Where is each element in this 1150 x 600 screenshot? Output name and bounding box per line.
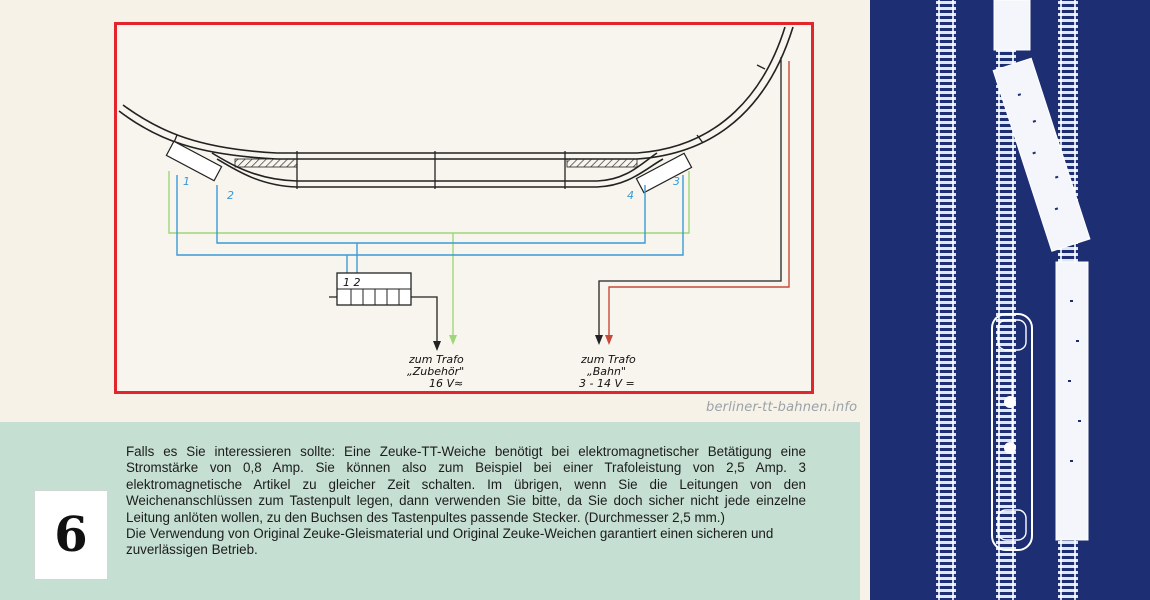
switch-panel-label: 1 2: [343, 276, 361, 289]
track-joints: [172, 64, 766, 189]
wiring-diagram: 1 2 3 4: [118, 26, 794, 390]
paragraph-2: Die Verwendung von Original Zeuke-Gleism…: [126, 526, 774, 558]
illustration-panel: [870, 0, 1150, 600]
track-outer-rail-b: [122, 26, 786, 154]
wires-blue: [176, 175, 684, 275]
locomotive-fan-2: [1004, 442, 1016, 454]
locomotive: [991, 313, 1033, 551]
text-panel: [0, 422, 860, 600]
track-outer-rail-a: [118, 26, 794, 160]
switch-number-4: 4: [627, 189, 634, 202]
trafo-right-line1: zum Trafo: [580, 353, 636, 366]
trafo-left-line3: 16 V≈: [429, 377, 463, 390]
locomotive-fan-1: [1004, 396, 1016, 408]
track-left-sleepers: [936, 0, 956, 600]
coach-top: [993, 0, 1031, 51]
body-text: Falls es Sie interessieren sollte: Eine …: [126, 444, 806, 559]
arrow-black-right: [595, 335, 603, 345]
wires-green: [168, 171, 690, 335]
switch-number-3: 3: [673, 175, 680, 188]
switch-panel-keys: [350, 289, 400, 305]
switch-motor-right: [635, 152, 693, 194]
coach-long: [1055, 261, 1089, 541]
trafo-left-line2: „Zubehör": [407, 365, 464, 378]
arrow-black-left: [433, 341, 441, 351]
platform-right: [566, 158, 638, 168]
platform-left: [234, 158, 298, 168]
track-illustration: [936, 0, 1091, 600]
switch-number-2: 2: [227, 189, 234, 202]
arrow-red: [605, 335, 613, 345]
page-number: 6: [34, 490, 108, 580]
switch-motor-left: [165, 140, 223, 182]
trafo-left-line1: zum Trafo: [408, 353, 464, 366]
wiring-diagram-frame: 1 2 3 4: [114, 22, 814, 394]
arrow-green: [449, 335, 457, 345]
switch-number-1: 1: [183, 175, 190, 188]
trafo-right-line3: 3 - 14 V =: [579, 377, 635, 390]
trafo-right-line2: „Bahn": [587, 365, 626, 378]
watermark: berliner-tt-bahnen.info: [706, 400, 858, 415]
coach-angled: [992, 57, 1091, 252]
wire-red: [608, 61, 790, 335]
paragraph-1: Falls es Sie interessieren sollte: Eine …: [126, 444, 806, 525]
